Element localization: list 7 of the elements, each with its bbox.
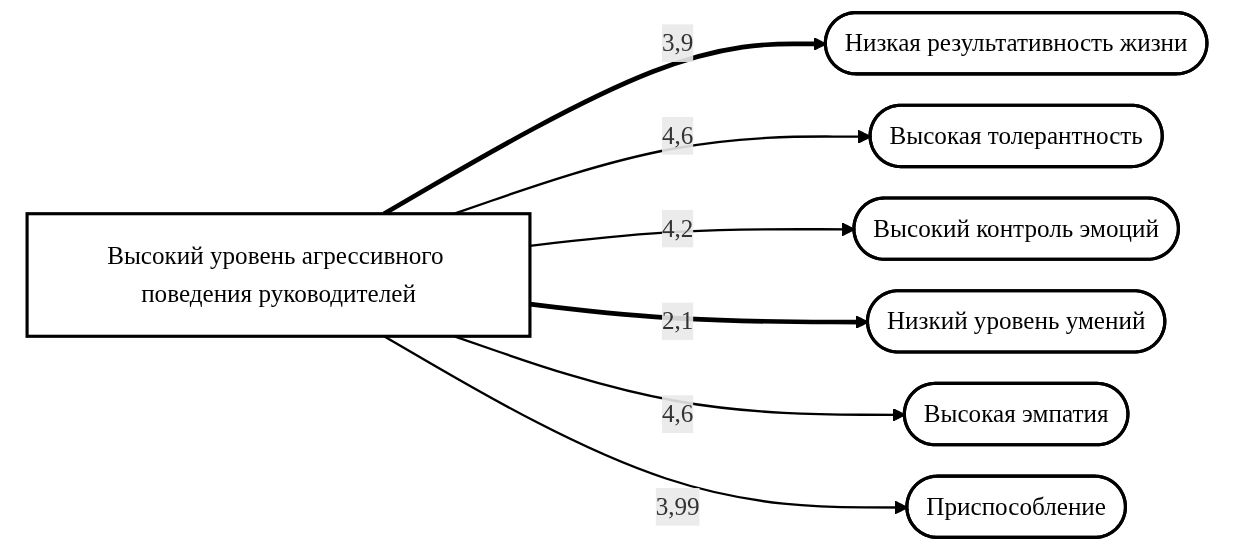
edge-label: 4,6 — [661, 121, 694, 149]
edge-label: 4,2 — [661, 214, 694, 242]
edge-label: 4,6 — [661, 399, 694, 427]
edge-label: 3,99 — [655, 492, 700, 520]
node-box: Высокий уровень агрессивного поведения руководителей — [25, 212, 532, 338]
edge-label: 2,1 — [661, 307, 694, 334]
edge-label: 3,9 — [661, 29, 694, 56]
